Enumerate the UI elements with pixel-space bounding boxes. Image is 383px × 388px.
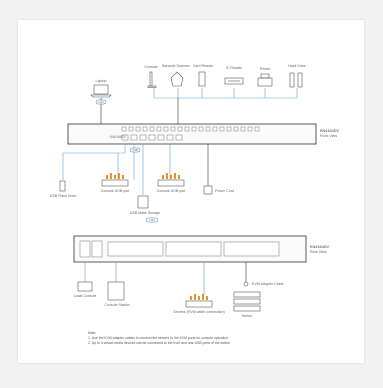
kvm-adapter-cable-label: KVM Adapter Cable <box>252 282 284 286</box>
front-usb-ports <box>121 134 183 141</box>
console-icon: Console <box>144 65 158 88</box>
console-station-icon: Console Station <box>104 281 130 307</box>
servers-label: Servers (KVM cable connection) <box>173 310 225 314</box>
rear-power-modules <box>79 240 103 258</box>
power-cord-label: Power Cord <box>215 189 234 193</box>
printer-icon: Printer <box>257 67 273 87</box>
usb-flash-drive-label: USB Flash Drive <box>50 194 77 198</box>
kvm-front-view-label: Front View <box>320 134 338 138</box>
usb-hub-right-icon <box>162 173 180 179</box>
barcode-scanner-label: Barcode Scanner <box>162 64 191 68</box>
front-usb-tag-label: USB <box>132 148 138 152</box>
usb-hub-right-label: Console USB port <box>157 189 186 193</box>
usb-flash-drive-icon: USB Flash Drive <box>50 180 77 198</box>
front-port-row <box>121 126 260 132</box>
printer-label: Printer <box>260 67 271 71</box>
usb-hub-left: Console USB port <box>101 173 130 193</box>
laptop-icon: Laptop <box>90 79 112 98</box>
rear-kvm-port-bank-2 <box>165 241 222 257</box>
kvm-switch-rear <box>73 235 307 263</box>
diagram-card: Laptop Console Barcode Scanner Card Read… <box>18 20 364 363</box>
kvm-rear-title: KN4164DV <box>310 245 329 249</box>
kvm-rear-view-label: Rear View <box>310 250 327 254</box>
laptop-lan-tag <box>95 99 107 105</box>
hard-drive-label: Hard Drive <box>288 64 305 68</box>
barcode-scanner-icon: Barcode Scanner <box>162 64 191 87</box>
usb-hub-left-icon <box>106 173 124 179</box>
kvm-front-title: KN4164DV <box>320 129 339 133</box>
notes-line-1: 1. Use the KVM adapter cables to connect… <box>88 336 229 340</box>
power-cord-icon: Power Cord <box>203 185 234 195</box>
card-reader-label: Card Reader <box>193 64 214 68</box>
kvm-front-side-label: KN4164DV <box>110 135 127 139</box>
kvm-adapter-cable-icon: KVM Adapter Cable <box>243 281 284 287</box>
servers-icon <box>190 294 208 300</box>
local-console-label: Local Console <box>74 294 97 298</box>
usb-hub-right: Console USB port <box>157 173 186 193</box>
laptop-label: Laptop <box>96 79 107 83</box>
console-label: Console <box>144 65 157 69</box>
installation-diagram: Laptop Console Barcode Scanner Card Read… <box>50 64 340 345</box>
top-device-links <box>100 88 298 124</box>
rear-links <box>84 262 247 295</box>
ic-reader-label: IC Reader <box>226 66 243 70</box>
front-lan-tag <box>145 217 159 223</box>
kvm-switch-front: KN4164DV <box>67 123 317 145</box>
notes-title: Note: <box>88 331 96 335</box>
front-usb-tag <box>129 147 141 153</box>
servers-group: Servers (KVM cable connection) <box>173 294 225 314</box>
usb-hub-left-label: Console USB port <box>101 189 130 193</box>
hard-drive-icon: Hard Drive <box>288 64 306 88</box>
console-station-label: Console Station <box>104 303 129 307</box>
rear-kvm-port-bank-3 <box>223 241 280 257</box>
usb-mass-storage-icon: USB Mass Storage <box>130 195 161 215</box>
server-label: Server <box>242 314 253 318</box>
notes: Note: 1. Use the KVM adapter cables to c… <box>88 331 231 345</box>
card-reader-icon: Card Reader <box>193 64 214 87</box>
notes-line-2: 2. Up to 4 virtual media devices can be … <box>88 341 231 345</box>
laptop-lan-tag-label: LAN <box>98 100 103 104</box>
rear-kvm-port-bank-1 <box>107 241 164 257</box>
front-lan-tag-label: LAN <box>149 218 154 222</box>
local-console-icon: Local Console <box>74 281 97 298</box>
ic-reader-icon: IC Reader <box>224 66 244 85</box>
server-icon: Server <box>233 291 261 318</box>
usb-mass-storage-label: USB Mass Storage <box>130 211 161 215</box>
